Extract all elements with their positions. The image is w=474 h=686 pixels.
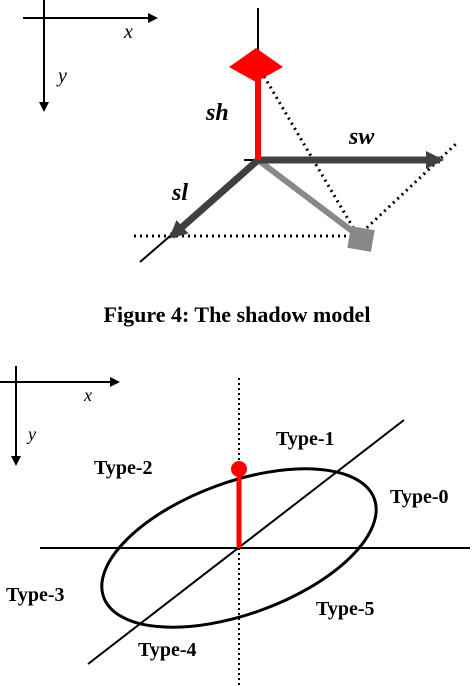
figure4-dotted-line-top: [256, 65, 360, 237]
figure4-x-label: x: [123, 21, 133, 43]
figure4-shadow-tip: [347, 226, 375, 252]
figure4-axes: x y: [23, 0, 158, 112]
figure5-diagonal-line: [87, 419, 405, 665]
figure4-sl-vector: [169, 157, 261, 239]
figure4-shadow-vector: [256, 157, 358, 237]
figure4-sl-label: sl: [171, 180, 188, 206]
figure4-sw-label: sw: [348, 124, 375, 150]
figure5-type1-label: Type-1: [276, 428, 335, 450]
figure4-caption: Figure 4: The shadow model: [103, 302, 371, 327]
figure5-type5-label: Type-5: [316, 598, 375, 620]
figure4-y-label: y: [56, 65, 67, 87]
figure5-type4-label: Type-4: [138, 639, 197, 661]
figure5-x-label: x: [83, 385, 92, 405]
figure5-shadow-types: x y Type-1 Type-2 Type-0 Type-3 Type-5 T…: [0, 366, 470, 686]
figure4-dotted-line-right: [356, 140, 460, 238]
figure5-type3-label: Type-3: [6, 584, 65, 606]
figure5-y-label: y: [26, 424, 36, 444]
figure4-sh-label: sh: [205, 100, 229, 126]
figure5-type0-label: Type-0: [390, 486, 449, 508]
figure5-axes: x y: [0, 366, 120, 466]
figure4-sh-tip: [229, 48, 283, 82]
figure5-type2-label: Type-2: [94, 457, 153, 479]
figure5-ellipse: [100, 467, 378, 629]
figure5-height-tip: [231, 461, 247, 477]
figure4-shadow-model: x y sh sw: [23, 0, 460, 263]
